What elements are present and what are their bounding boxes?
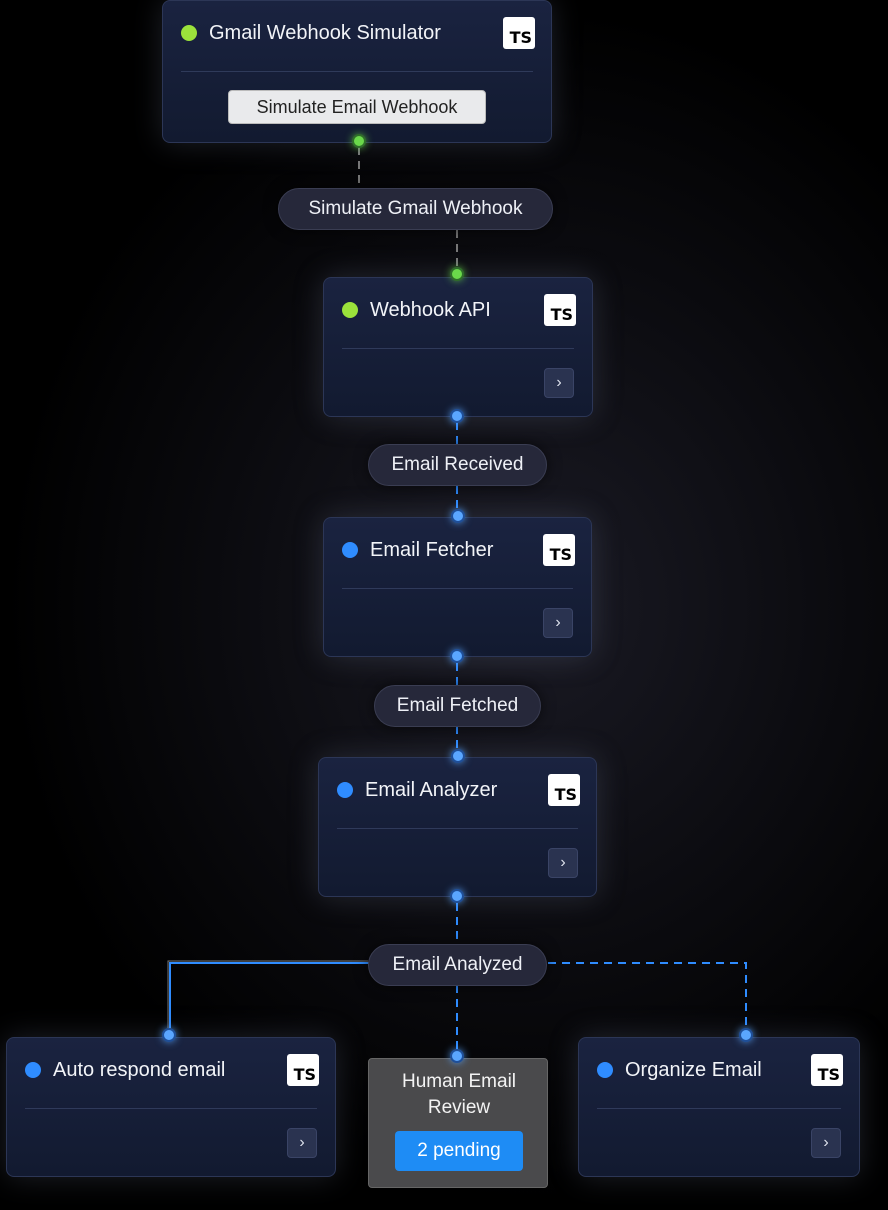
node-title: Auto respond email xyxy=(53,1058,226,1081)
pending-badge[interactable]: 2 pending xyxy=(395,1131,523,1171)
divider xyxy=(342,348,574,349)
chevron-right-icon[interactable]: › xyxy=(548,848,578,878)
typescript-icon: TS xyxy=(811,1054,843,1086)
output-port[interactable] xyxy=(450,409,464,423)
status-dot xyxy=(337,782,353,798)
output-port[interactable] xyxy=(352,134,366,148)
edge-label-email-received[interactable]: Email Received xyxy=(368,444,547,486)
chevron-right-icon[interactable]: › xyxy=(811,1128,841,1158)
node-title: Gmail Webhook Simulator xyxy=(209,21,441,44)
simulate-email-webhook-button[interactable]: Simulate Email Webhook xyxy=(228,90,486,124)
divider xyxy=(181,71,533,72)
input-port[interactable] xyxy=(451,509,465,523)
human-review-title: Human Email Review xyxy=(401,1071,517,1118)
edge-label-email-analyzed[interactable]: Email Analyzed xyxy=(368,944,547,986)
node-organize-email[interactable]: Organize Email TS › xyxy=(578,1037,860,1177)
input-port[interactable] xyxy=(739,1028,753,1042)
node-title: Webhook API xyxy=(370,298,491,321)
typescript-icon: TS xyxy=(503,17,535,49)
chevron-right-icon[interactable]: › xyxy=(543,608,573,638)
typescript-icon: TS xyxy=(287,1054,319,1086)
typescript-icon: TS xyxy=(544,294,576,326)
node-email-fetcher[interactable]: Email Fetcher TS › xyxy=(323,517,592,657)
status-dot xyxy=(181,25,197,41)
node-human-email-review[interactable]: Human Email Review 2 pending xyxy=(368,1058,548,1188)
divider xyxy=(597,1108,841,1109)
status-dot xyxy=(342,302,358,318)
node-email-analyzer[interactable]: Email Analyzer TS › xyxy=(318,757,597,897)
divider xyxy=(342,588,573,589)
edge-label-email-fetched[interactable]: Email Fetched xyxy=(374,685,541,727)
node-title: Email Analyzer xyxy=(365,778,498,801)
typescript-icon: TS xyxy=(543,534,575,566)
input-port[interactable] xyxy=(450,1049,464,1063)
output-port[interactable] xyxy=(450,889,464,903)
input-port[interactable] xyxy=(162,1028,176,1042)
node-webhook-api[interactable]: Webhook API TS › xyxy=(323,277,593,417)
status-dot xyxy=(25,1062,41,1078)
divider xyxy=(337,828,578,829)
chevron-right-icon[interactable]: › xyxy=(287,1128,317,1158)
node-title: Human Email Review xyxy=(389,1069,529,1121)
node-auto-respond-email[interactable]: Auto respond email TS › xyxy=(6,1037,336,1177)
edge-label-simulate-gmail-webhook[interactable]: Simulate Gmail Webhook xyxy=(278,188,553,230)
status-dot xyxy=(342,542,358,558)
node-title: Email Fetcher xyxy=(370,538,494,561)
typescript-icon: TS xyxy=(548,774,580,806)
divider xyxy=(25,1108,317,1109)
input-port[interactable] xyxy=(450,267,464,281)
input-port[interactable] xyxy=(451,749,465,763)
chevron-right-icon[interactable]: › xyxy=(544,368,574,398)
status-dot xyxy=(597,1062,613,1078)
node-title: Organize Email xyxy=(625,1058,762,1081)
output-port[interactable] xyxy=(450,649,464,663)
